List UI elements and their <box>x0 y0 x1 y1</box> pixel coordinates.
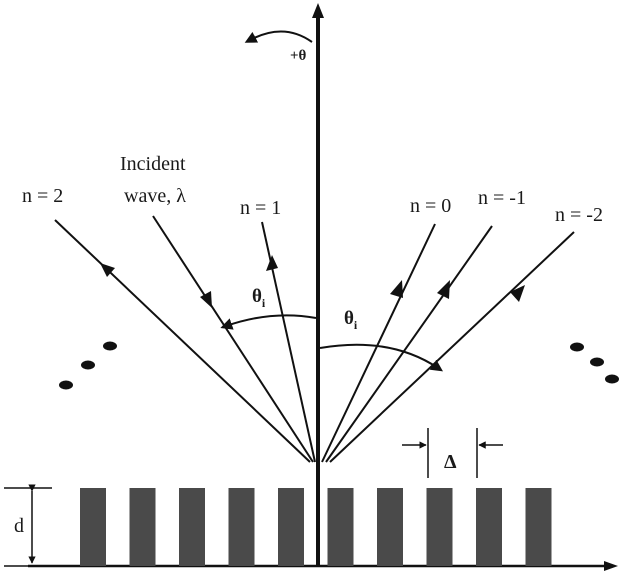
left-dot-2 <box>81 360 95 370</box>
grating-tooth <box>80 488 106 566</box>
ray-order-minus-2-arrow-icon <box>510 285 525 302</box>
d-label: d <box>14 515 24 537</box>
grating-teeth <box>80 488 552 566</box>
ray-order-2-arrow-icon <box>100 263 115 277</box>
grating-tooth <box>228 488 255 566</box>
grating-tooth <box>426 488 453 566</box>
plus-theta-label: +θ <box>290 48 307 64</box>
grating-tooth <box>525 488 552 566</box>
ray-order-minus-2 <box>329 231 575 463</box>
order-1-label: n = 1 <box>240 197 281 219</box>
order-minus-1-label: n = -1 <box>478 187 526 209</box>
grating-tooth <box>129 488 156 566</box>
plus-theta-rotation-arrow <box>244 30 313 43</box>
theta-left-arc <box>220 314 317 330</box>
incident-wave-label-line2: wave, λ <box>124 185 186 207</box>
left-dot-3 <box>103 341 117 351</box>
ray-order-minus-1 <box>325 225 493 463</box>
grating-tooth <box>377 488 403 566</box>
ray-order-2 <box>54 219 311 463</box>
ray-order-1-arrow-icon <box>266 255 278 271</box>
right-dot-2 <box>590 357 604 367</box>
order-0-label: n = 0 <box>410 195 451 217</box>
incident-wave-label-line1: Incident <box>120 153 186 175</box>
order-minus-2-label: n = -2 <box>555 204 603 226</box>
ray-incident <box>152 215 314 463</box>
ray-order-minus-1-arrow-icon <box>437 280 450 299</box>
ray-order-0-arrow-icon <box>390 280 403 298</box>
grating-tooth <box>327 488 354 566</box>
ray-order-0 <box>321 223 436 463</box>
theta-right-arc <box>319 343 443 372</box>
theta-i-right-label: θi <box>344 308 358 332</box>
order-2-label: n = 2 <box>22 185 63 207</box>
grating-tooth <box>179 488 205 566</box>
grating-tooth <box>278 488 304 566</box>
baseline-arrow-icon <box>604 561 618 571</box>
right-dot-3 <box>605 374 619 384</box>
ray-incident-arrow-icon <box>200 291 212 308</box>
left-dot-1 <box>59 380 73 390</box>
theta-i-left-label: θi <box>252 286 266 310</box>
right-dot-1 <box>570 342 584 352</box>
delta-label: Δ <box>444 451 457 473</box>
normal-axis-arrow-icon <box>312 3 324 18</box>
grating-tooth <box>476 488 502 566</box>
